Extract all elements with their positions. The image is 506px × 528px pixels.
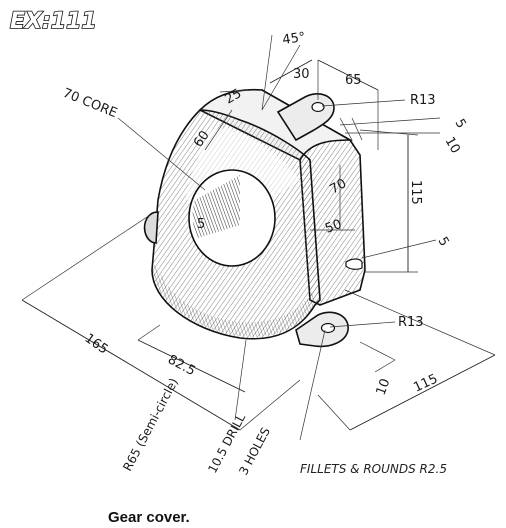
- dim-holes: 3 HOLES: [236, 425, 273, 477]
- dim-165: 165: [82, 331, 111, 358]
- dim-5-side: 5: [435, 235, 452, 250]
- core-hole-shade: [192, 175, 240, 238]
- side-slot: [345, 258, 363, 270]
- dim-r13-bottom: R13: [398, 315, 424, 330]
- dim-5-hole: 5: [197, 217, 205, 232]
- dim-115-bottom: 115: [411, 372, 440, 396]
- dim-65: 65: [345, 73, 362, 88]
- exercise-title: EX:111: [10, 9, 97, 34]
- figure-caption: Gear cover.: [108, 509, 190, 526]
- dim-10-bottom: 10: [374, 377, 394, 398]
- dim-25: 25: [223, 86, 245, 107]
- dim-30: 30: [293, 67, 310, 82]
- dim-50: 50: [323, 217, 344, 237]
- dim-115-right: 115: [408, 180, 423, 205]
- dim-angle: 45°: [281, 30, 306, 48]
- dim-70: 70: [328, 176, 350, 197]
- dim-r13-top: R13: [410, 93, 436, 108]
- dimension-lines: [21, 34, 496, 441]
- dim-82-5: 82.5: [165, 352, 198, 379]
- rim-shade: [152, 262, 315, 337]
- left-lug: [143, 211, 159, 244]
- gear-cover-body: [143, 88, 366, 348]
- top-lug-hole: [311, 101, 325, 113]
- dim-r65: R65 (Semi-circle): [120, 376, 181, 474]
- dim-10-top: 10: [442, 135, 463, 157]
- dim-core: 70 CORE: [61, 86, 120, 121]
- bottom-lug-hole: [320, 322, 336, 334]
- dim-5-top: 5: [452, 117, 469, 132]
- fillets-note: FILLETS & ROUNDS R2.5: [300, 462, 447, 476]
